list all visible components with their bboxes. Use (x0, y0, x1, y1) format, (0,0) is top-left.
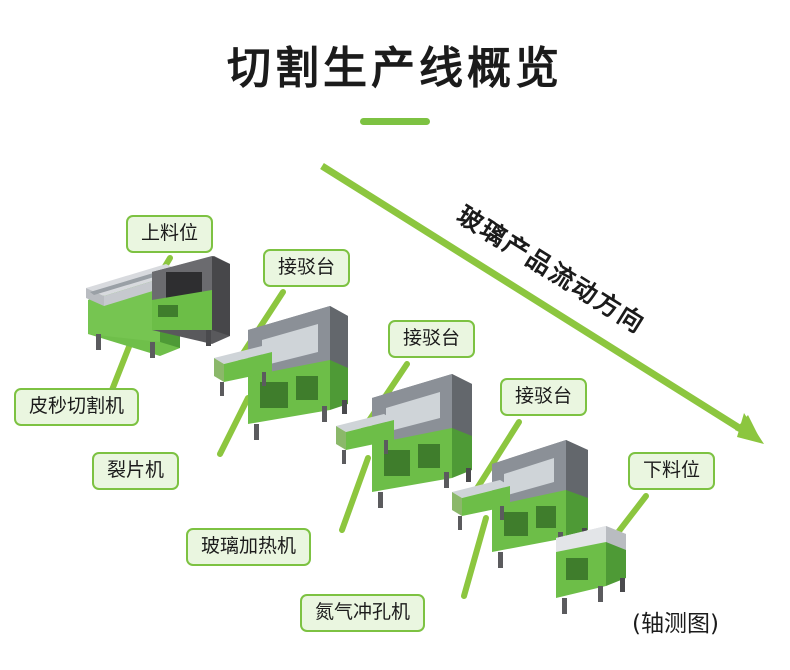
label-loading-station[interactable]: 上料位 (126, 215, 214, 253)
machine-picosecond-cutter (86, 256, 230, 358)
label-picosecond-cutter[interactable]: 皮秒切割机 (14, 388, 140, 426)
label-glass-heater[interactable]: 玻璃加热机 (186, 528, 312, 566)
label-transfer-table-2[interactable]: 接驳台 (388, 320, 476, 358)
machine-splitting (214, 306, 348, 440)
title-underline-accent (360, 118, 430, 125)
machine-glass-heater (336, 374, 472, 508)
machine-unloading-station (556, 526, 626, 614)
label-unloading-station[interactable]: 下料位 (628, 452, 716, 490)
label-splitting-machine[interactable]: 裂片机 (92, 452, 180, 490)
flow-direction-arrow (320, 163, 764, 444)
page-title: 切割生产线概览 (227, 43, 563, 94)
label-nitrogen-punch[interactable]: 氮气冲孔机 (300, 594, 426, 632)
label-transfer-table-3[interactable]: 接驳台 (500, 378, 588, 416)
label-transfer-table-1[interactable]: 接驳台 (263, 249, 351, 287)
machine-nitrogen-punch (452, 440, 588, 568)
view-type-note: (轴测图) (632, 611, 719, 637)
